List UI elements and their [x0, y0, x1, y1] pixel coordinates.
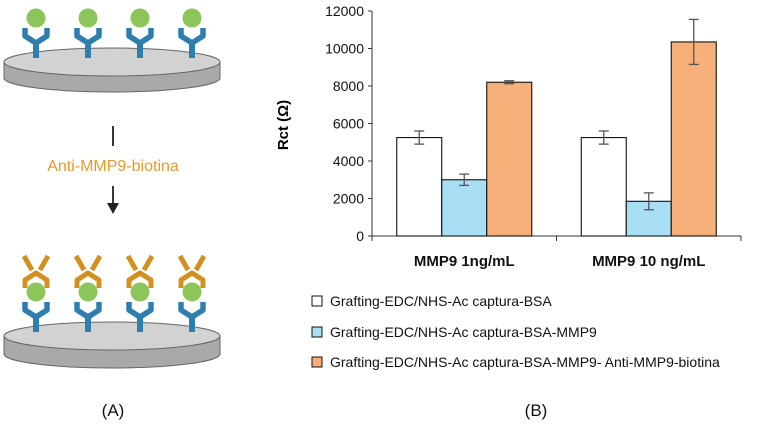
y-axis: 0 2000 4000 6000 8000 10000 12000 — [325, 3, 373, 244]
panel-b-chart: Rct (Ω) 0 2000 4000 6000 8000 10000 12000 MMP9… — [275, 3, 742, 420]
bar — [580, 137, 627, 237]
bars — [396, 41, 717, 237]
capture-antibody — [129, 8, 151, 59]
legend-label: Grafting-EDC/NHS-Ac captura-BSA — [330, 293, 552, 309]
error-bar — [504, 80, 515, 85]
y-tick-label: 0 — [356, 228, 364, 244]
y-tick-label: 12000 — [325, 3, 364, 19]
error-bar — [414, 130, 425, 145]
bar — [670, 41, 717, 237]
y-axis-label: Rct (Ω) — [275, 100, 292, 150]
legend: Grafting-EDC/NHS-Ac captura-BSA Grafting-… — [311, 293, 720, 370]
y-tick-label: 4000 — [333, 153, 364, 169]
legend-label: Grafting-EDC/NHS-Ac captura-BSA-MMP9- An… — [330, 354, 720, 370]
bar — [441, 179, 488, 237]
antigen-sphere — [78, 282, 98, 302]
legend-entry: Grafting-EDC/NHS-Ac captura-BSA-MMP9 — [311, 324, 597, 340]
antigen-sphere — [182, 8, 202, 28]
antigen-sphere — [130, 8, 150, 28]
legend-entry: Grafting-EDC/NHS-Ac captura-BSA-MMP9- An… — [311, 354, 720, 370]
error-bar — [459, 173, 470, 187]
error-bar — [688, 18, 699, 66]
step-arrow — [107, 126, 119, 214]
legend-swatch — [311, 295, 323, 307]
x-tick-label: MMP9 10 ng/mL — [592, 253, 705, 270]
error-bar — [598, 130, 609, 145]
x-tick-label: MMP9 1ng/mL — [414, 253, 515, 270]
capture-antibody — [77, 8, 99, 59]
antigen-sphere — [130, 282, 150, 302]
sandwich-complex — [24, 256, 48, 332]
antigen-sphere — [182, 282, 202, 302]
legend-swatch — [311, 356, 323, 368]
error-bar — [643, 192, 654, 211]
step-label: Anti-MMP9-biotina — [47, 158, 179, 175]
panel-a-label: (A) — [102, 401, 125, 420]
legend-swatch — [311, 326, 323, 338]
legend-entry: Grafting-EDC/NHS-Ac captura-BSA — [311, 293, 552, 309]
panel-b-label: (B) — [525, 401, 548, 420]
capture-antibody — [181, 8, 203, 59]
bar — [486, 81, 533, 237]
y-tick-label: 6000 — [333, 116, 364, 132]
sandwich-complex — [180, 256, 204, 332]
legend-label: Grafting-EDC/NHS-Ac captura-BSA-MMP9 — [330, 324, 597, 340]
sandwich-complex — [76, 256, 100, 332]
sandwich-complexes-bottom — [24, 256, 204, 332]
bar — [396, 137, 443, 237]
y-tick-label: 10000 — [325, 41, 364, 57]
x-axis: MMP9 1ng/mL MMP9 10 ng/mL — [371, 235, 742, 270]
capture-antibodies-top — [25, 8, 203, 59]
electrode-top — [3, 47, 221, 93]
electrode-bottom — [3, 321, 221, 369]
capture-antibody — [25, 8, 47, 59]
antigen-sphere — [26, 8, 46, 28]
y-tick-label: 8000 — [333, 78, 364, 94]
panel-a-schematic: Anti-MMP9-biotina (A) — [3, 8, 221, 420]
y-tick-label: 2000 — [333, 191, 364, 207]
antigen-sphere — [26, 282, 46, 302]
sandwich-complex — [128, 256, 152, 332]
error-bars — [414, 18, 699, 211]
antigen-sphere — [78, 8, 98, 28]
